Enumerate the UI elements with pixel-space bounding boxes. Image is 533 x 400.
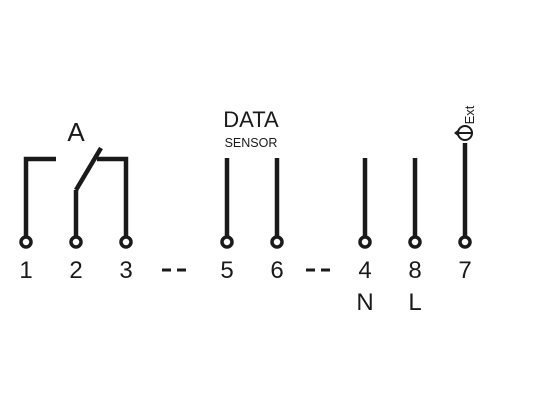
terminal-number-3: 3 — [119, 257, 132, 284]
terminal-6 — [270, 235, 284, 249]
terminal-row — [19, 235, 472, 249]
ext-label: Ext — [462, 105, 477, 124]
terminal-sub-labels: N L — [356, 289, 421, 316]
wire-terminal-1 — [23, 156, 56, 237]
terminal-number-5: 5 — [220, 257, 233, 284]
terminal-1 — [19, 235, 33, 249]
data-label: DATA — [223, 107, 279, 132]
relay-contact-group: A — [23, 117, 129, 237]
data-sensor-group: DATA SENSOR — [223, 107, 280, 237]
line-label: L — [408, 289, 421, 316]
external-input-group: Ext — [454, 105, 477, 237]
terminal-8 — [408, 235, 422, 249]
terminal-number-1: 1 — [19, 257, 32, 284]
terminal-number-7: 7 — [458, 257, 471, 284]
terminal-3 — [119, 235, 133, 249]
terminal-number-6: 6 — [270, 257, 283, 284]
circle-arrow-icon — [454, 125, 473, 141]
terminal-number-8: 8 — [408, 257, 421, 284]
terminal-7 — [458, 235, 472, 249]
power-group — [362, 158, 418, 237]
relay-label: A — [67, 117, 85, 147]
sensor-label: SENSOR — [225, 136, 278, 150]
terminal-5 — [220, 235, 234, 249]
neutral-label: N — [356, 289, 373, 316]
terminal-2 — [69, 235, 83, 249]
terminal-4 — [358, 235, 372, 249]
relay-switch-blade — [74, 146, 103, 192]
terminal-number-2: 2 — [69, 257, 82, 284]
terminal-numbers: 1 2 3 5 6 4 8 7 — [19, 257, 471, 284]
terminal-number-4: 4 — [358, 257, 371, 284]
wire-terminal-3 — [97, 156, 129, 237]
